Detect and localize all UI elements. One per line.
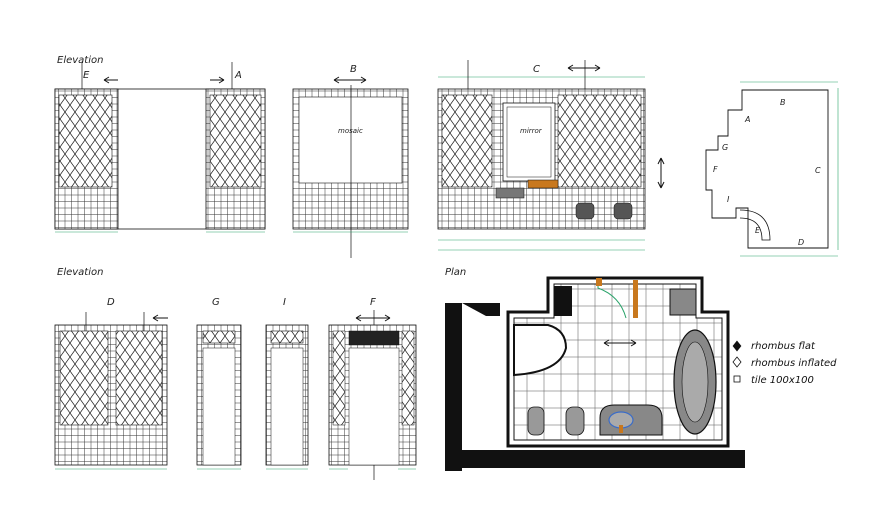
double-arrow-icon	[333, 76, 367, 84]
keyplan-label-f: F	[713, 165, 718, 174]
view-label-c: C	[533, 64, 540, 75]
mosaic-label: mosaic	[338, 127, 363, 135]
legend-item-tile: tile 100x100	[751, 375, 814, 386]
view-label-i: I	[283, 297, 286, 308]
plan-title: Plan	[445, 267, 466, 278]
elevation-view-d: D	[54, 297, 168, 470]
tile-square-icon	[733, 375, 741, 383]
keyplan-label-e: E	[755, 226, 761, 235]
view-label-a: A	[234, 70, 242, 81]
vanity-top-icon	[527, 179, 559, 189]
legend-item-rhombus-inflated: rhombus inflated	[751, 358, 837, 369]
elevation-view-c: C mirror	[437, 60, 665, 251]
keyplan-label-i: I	[727, 195, 730, 204]
keyplan-label-a: A	[744, 115, 750, 124]
keyplan-label-b: B	[780, 98, 786, 107]
keyplan-label-g: G	[722, 143, 728, 152]
view-label-e: E	[83, 70, 90, 81]
mirror-label: mirror	[520, 127, 543, 135]
view-label-g: G	[212, 297, 220, 308]
towel-rail-icon	[633, 280, 638, 318]
shower-icon	[669, 288, 697, 316]
arrow-left-icon	[152, 314, 168, 322]
elevation-view-e-a: E A	[54, 62, 266, 233]
legend: rhombus flat rhombus inflated tile 100x1…	[732, 340, 837, 386]
key-plan: B A G F C I E D	[705, 81, 839, 257]
elevation-view-g: G	[196, 297, 242, 470]
legend-item-rhombus-flat: rhombus flat	[751, 341, 816, 352]
toilet-icon	[565, 406, 585, 436]
arrow-right-icon	[210, 76, 225, 84]
arrow-left-icon	[103, 76, 118, 84]
double-arrow-icon	[355, 314, 391, 322]
elevation-view-f: F	[328, 297, 417, 480]
double-arrow-vertical-icon	[657, 157, 665, 189]
elevation-view-b: B mosaic	[292, 64, 409, 258]
rhombus-inflated-icon	[732, 356, 742, 368]
view-label-b: B	[350, 64, 357, 75]
floor-plan	[445, 276, 745, 471]
bidet-icon	[575, 202, 595, 220]
elevation-title-bottom: Elevation	[57, 267, 103, 278]
elevation-view-i: I	[265, 297, 309, 470]
keyplan-label-d: D	[798, 238, 804, 247]
view-label-f: F	[370, 297, 376, 308]
double-arrow-icon	[603, 339, 637, 347]
double-arrow-icon	[567, 64, 601, 72]
view-label-d: D	[107, 297, 115, 308]
rhombus-flat-icon	[732, 340, 742, 352]
keyplan-label-c: C	[815, 166, 821, 175]
bidet-icon	[527, 406, 545, 436]
toilet-icon	[613, 202, 633, 220]
elevation-title-top: Elevation	[57, 55, 103, 66]
